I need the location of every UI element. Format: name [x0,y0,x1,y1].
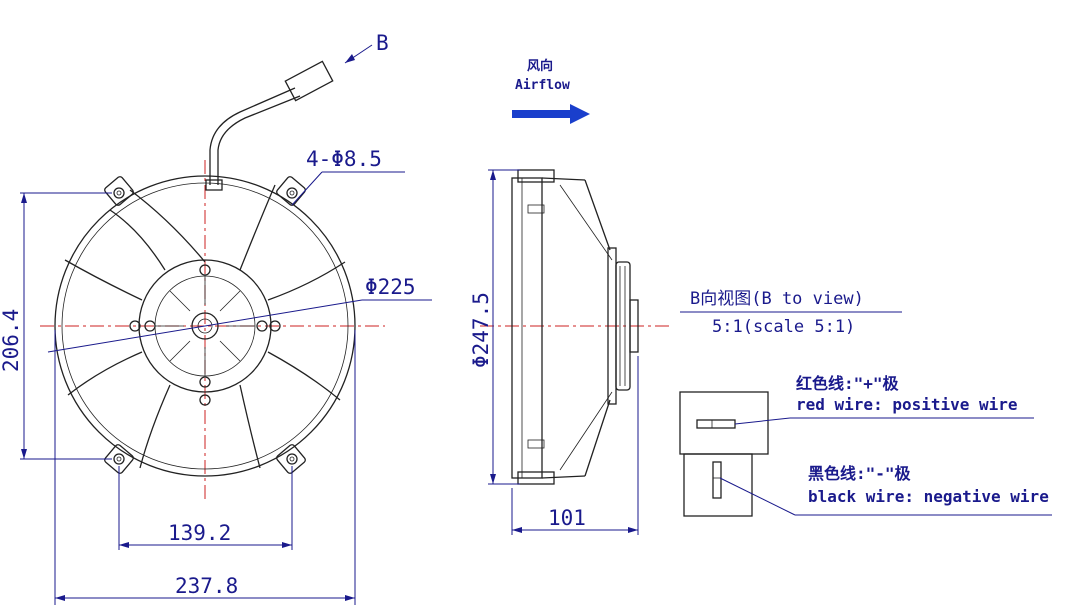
depth-label: 101 [548,506,586,530]
black-wire-label-en: black wire: negative wire [808,487,1049,506]
power-cable [209,87,296,185]
black-wire-label-cn: 黑色线:"-"极 [808,464,912,483]
hub-ribs [155,276,255,376]
holes-label: 4-Φ8.5 [306,147,382,171]
view-b-label: B [376,31,389,55]
view-b-title: B向视图(B to view) [690,289,864,309]
black-wire-terminal [712,461,722,499]
hub-outer [138,259,272,393]
red-wire-label-en: red wire: positive wire [796,395,1018,414]
hole-spacing-label: 139.2 [168,521,231,545]
cable-connector [284,60,334,102]
cable-grommet [205,179,223,191]
hub-bolts [129,264,281,406]
fan-outer-ring [54,175,356,477]
holes-leader [291,171,323,206]
airflow-label-en: Airflow [515,78,570,93]
red-wire-terminal [696,419,736,429]
view-b-scale: 5:1(scale 5:1) [712,317,855,337]
side-view: 风向 Airflow Φ247.5 1 [469,58,670,535]
airflow-arrow-icon [512,104,590,124]
fan-blades [64,184,346,469]
mounting-holes [113,187,298,465]
motor-shaft [191,312,219,340]
fan-frame [511,177,543,479]
connector-body-bottom [683,453,753,517]
airflow-label-cn: 风向 [527,58,553,74]
front-view: B 4-Φ8.5 Φ225 206.4 139.2 237.8 [0,31,432,605]
overall-width-label: 237.8 [175,574,238,598]
mounting-tabs [104,176,306,474]
height-label: 206.4 [0,309,23,372]
diameter-leader [47,299,363,353]
red-wire-label-cn: 红色线:"+"极 [796,374,900,393]
fan-inner-ring [61,182,349,470]
connector-view: B向视图(B to view) 5:1(scale 5:1) 红色线:"+"极 … [679,289,1052,517]
outer-diameter-label: Φ247.5 [469,292,493,368]
diameter-label: Φ225 [365,275,416,299]
connector-body-top [679,391,769,455]
